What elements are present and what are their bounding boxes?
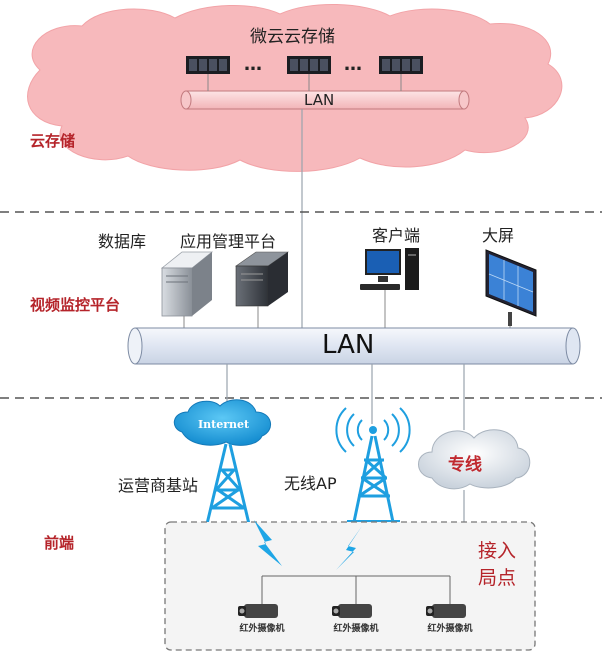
wifi-waves-icon — [335, 407, 411, 453]
carrier-station-label: 运营商基站 — [118, 476, 199, 495]
big-screen-icon — [485, 249, 537, 326]
cloud-lan-label: LAN — [304, 91, 335, 109]
bigscreen-label: 大屏 — [482, 226, 515, 245]
wireless-ap-label: 无线AP — [284, 474, 337, 493]
cloud-storage-shape — [27, 3, 563, 172]
access-point-label-2: 局点 — [478, 567, 517, 589]
dedicated-line-cloud-icon — [418, 429, 531, 490]
camera-label-1: 红外摄像机 — [239, 624, 285, 634]
dedicated-line-label: 专线 — [448, 455, 482, 475]
client-computer-icon — [360, 248, 419, 290]
storage-array-2 — [287, 56, 331, 74]
cloud-storage-title: 微云云存储 — [250, 27, 335, 47]
access-point-label-1: 接入 — [478, 540, 517, 562]
app-management-server-icon — [235, 251, 289, 307]
client-label: 客户端 — [372, 226, 421, 245]
camera-label-3: 红外摄像机 — [427, 624, 473, 634]
internet-label: Internet — [198, 418, 250, 431]
cloud-lan-pipe — [180, 90, 470, 110]
platform-lan-pipe — [127, 327, 581, 365]
lightning-bolt-icon-1 — [254, 520, 282, 566]
zone-label-frontend: 前端 — [44, 534, 75, 552]
wireless-ap-tower-icon — [335, 407, 411, 524]
infrared-camera-icon-1 — [238, 604, 278, 618]
lightning-bolt-icon-2 — [336, 526, 362, 570]
database-label: 数据库 — [98, 232, 147, 251]
infrared-camera-icon-3 — [426, 604, 466, 618]
storage-ellipsis-1: … — [244, 54, 262, 75]
storage-array-3 — [379, 56, 423, 74]
platform-lan-label: LAN — [322, 330, 375, 360]
zone-label-cloud: 云存储 — [30, 132, 76, 150]
internet-cloud-icon — [173, 399, 271, 446]
storage-array-1 — [186, 56, 230, 74]
storage-ellipsis-2: … — [344, 54, 362, 75]
carrier-tower-icon — [200, 443, 256, 526]
zone-label-platform: 视频监控平台 — [30, 296, 121, 314]
app-platform-label: 应用管理平台 — [180, 232, 277, 251]
camera-label-2: 红外摄像机 — [333, 624, 379, 634]
database-server-icon — [160, 251, 214, 317]
infrared-camera-icon-2 — [332, 604, 372, 618]
